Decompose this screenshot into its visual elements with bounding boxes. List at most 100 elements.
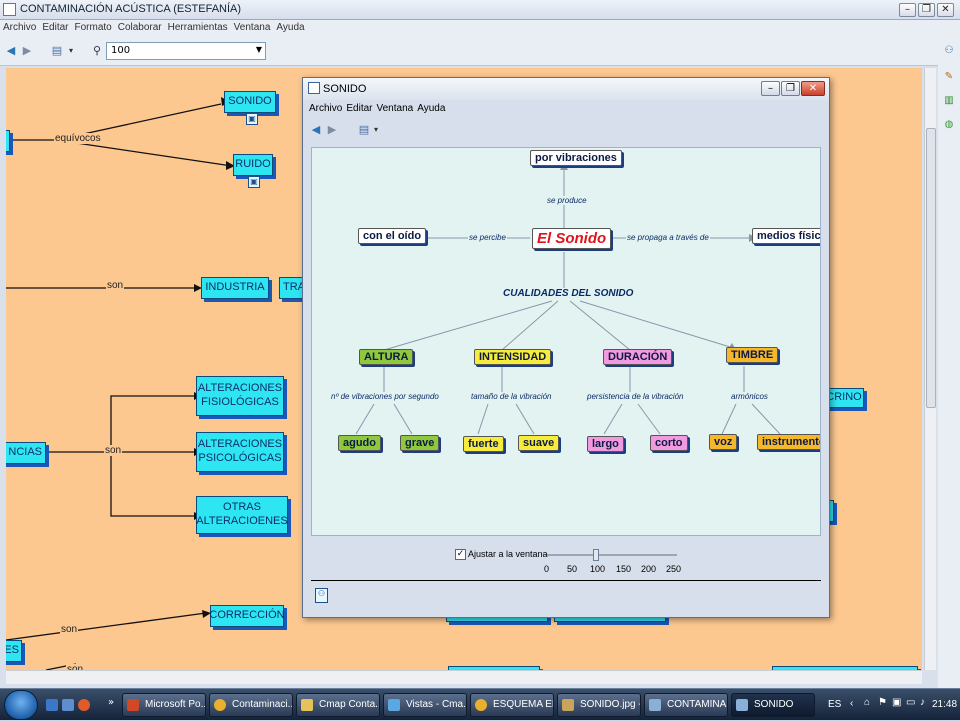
sonido-toolbar: ◀ ▶ ▤ ▾ <box>307 120 823 142</box>
image-link-icon[interactable]: ▣ <box>248 176 260 188</box>
restore-button[interactable]: ❐ <box>781 81 800 96</box>
menu-formato[interactable]: Formato <box>74 22 112 33</box>
node-grave: grave <box>400 435 440 451</box>
browser-icon[interactable] <box>78 699 90 711</box>
node-ncias[interactable]: NCIAS <box>6 442 46 464</box>
node-es[interactable]: ES <box>6 640 22 662</box>
menu-archivo[interactable]: Archivo <box>3 22 37 33</box>
close-button[interactable]: ✕ <box>937 3 954 17</box>
node-stub-left[interactable] <box>6 130 10 152</box>
tick-label: 50 <box>567 564 578 574</box>
switch-windows-icon[interactable] <box>62 699 74 711</box>
menu-editar[interactable]: Editar <box>42 22 69 33</box>
menu-bar: Archivo Editar Formato Colaborar Herramienta… <box>0 20 960 36</box>
hierarchy-icon[interactable]: ⚇ <box>315 588 328 603</box>
menu-colaborar[interactable]: Colaborar <box>117 22 162 33</box>
task-item[interactable]: CONTAMINA... <box>644 693 728 717</box>
menu-herramientas[interactable]: Herramientas <box>167 22 228 33</box>
node-sonido[interactable]: SONIDO <box>224 91 276 113</box>
menu-ventana[interactable]: Ventana <box>376 103 414 114</box>
link-vibraciones-por-segundo: nº de vibraciones por segundo <box>330 392 440 401</box>
flag-icon[interactable]: ⚑ <box>878 697 887 708</box>
start-button[interactable] <box>4 690 38 720</box>
collaborate-icon[interactable]: ⚇ <box>944 45 954 56</box>
node-largo: largo <box>587 436 624 452</box>
monitor-icon[interactable]: ▭ <box>906 697 916 708</box>
minimize-button[interactable]: – <box>761 81 780 96</box>
node-otras-alteraciones[interactable]: OTRAS ALTERACIOENES <box>196 496 288 534</box>
scroll-thumb[interactable] <box>926 128 936 408</box>
horizontal-scrollbar[interactable] <box>6 670 922 684</box>
task-item[interactable]: Contaminaci... <box>209 693 293 717</box>
clock[interactable]: 21:48 <box>932 699 958 710</box>
node-ruido[interactable]: RUIDO <box>233 154 273 176</box>
fit-to-window-checkbox[interactable]: ✓ <box>455 549 466 560</box>
task-item[interactable]: Cmap Conta... <box>296 693 380 717</box>
restore-button[interactable]: ❐ <box>918 3 935 17</box>
task-item-active[interactable]: SONIDO <box>731 693 815 717</box>
volume-icon[interactable]: ♪ <box>920 697 925 708</box>
views-icon[interactable]: ▤ <box>358 123 370 136</box>
node-alteraciones-fisiologicas[interactable]: ALTERACIONES FISIOLÓGICAS <box>196 376 284 416</box>
close-button[interactable]: ✕ <box>801 81 825 96</box>
node-medios-fisicos: medios físicos <box>752 228 820 244</box>
display-icon[interactable]: ▣ <box>892 697 902 708</box>
slider-knob[interactable] <box>593 549 599 561</box>
task-item[interactable]: ESQUEMA EL... <box>470 693 554 717</box>
node-correccion[interactable]: CORRECCIÓN <box>209 605 285 627</box>
vertical-scrollbar[interactable] <box>924 68 936 670</box>
link-tamano-de-la-vibracion: tamaño de la vibración <box>470 392 553 401</box>
more-quicklaunch-icon[interactable]: » <box>108 697 115 708</box>
node-crino[interactable]: CRINO <box>824 388 864 408</box>
right-tool-panel: ⚇ ✎ ▥ ◍ <box>938 36 960 688</box>
menu-ayuda[interactable]: Ayuda <box>276 22 305 33</box>
chevron-left-icon[interactable]: ‹ <box>850 698 854 709</box>
brush-icon[interactable]: ✎ <box>944 71 954 82</box>
globe-icon[interactable]: ◍ <box>944 119 954 130</box>
language-indicator[interactable]: ES <box>828 699 842 710</box>
taskbar: » Microsoft Po... Contaminaci... Cmap Co… <box>0 688 960 720</box>
node-voz: voz <box>709 434 738 450</box>
zoom-select[interactable]: 100▼ <box>106 42 266 60</box>
node-tra[interactable]: TRA <box>279 277 307 299</box>
cmap-views-icon <box>388 699 400 711</box>
show-desktop-icon[interactable] <box>46 699 58 711</box>
menu-archivo[interactable]: Archivo <box>309 103 343 114</box>
views-dropdown-icon[interactable]: ▾ <box>68 46 73 55</box>
tick-label: 250 <box>666 564 682 574</box>
list-icon[interactable]: ▥ <box>944 95 954 106</box>
link-son: son <box>66 664 85 670</box>
views-dropdown-icon[interactable]: ▾ <box>373 125 378 134</box>
link-se-propaga: se propaga a través de <box>626 233 710 242</box>
node-duracion: DURACIÓN <box>603 349 673 365</box>
back-arrow-icon[interactable]: ◀ <box>6 44 16 57</box>
image-link-icon[interactable]: ▣ <box>246 113 258 125</box>
node-timbre: TIMBRE <box>726 347 779 363</box>
node-partial[interactable] <box>448 666 540 670</box>
task-label: Contaminaci... <box>232 699 293 710</box>
node-intensidad: INTENSIDAD <box>474 349 552 365</box>
label-cualidades-del-sonido: CUALIDADES DEL SONIDO <box>503 288 634 299</box>
node-partial[interactable] <box>772 666 918 670</box>
node-suave: suave <box>518 435 560 451</box>
zoom-slider[interactable] <box>547 549 683 561</box>
forward-arrow-icon[interactable]: ▶ <box>22 44 32 57</box>
node-industria[interactable]: INDUSTRIA <box>201 277 269 299</box>
back-arrow-icon[interactable]: ◀ <box>311 123 321 136</box>
network-icon[interactable]: ⌂ <box>864 697 871 708</box>
menu-ayuda[interactable]: Ayuda <box>417 103 446 114</box>
zoom-value: 100 <box>111 45 131 56</box>
menu-ventana[interactable]: Ventana <box>233 22 271 33</box>
task-label: ESQUEMA EL... <box>493 699 553 710</box>
zoom-icon: ⚲ <box>92 44 102 57</box>
task-label: Vistas - Cma... <box>406 699 467 710</box>
forward-arrow-icon[interactable]: ▶ <box>327 123 337 136</box>
task-item[interactable]: SONIDO.jpg -... <box>557 693 641 717</box>
cmap-window-icon <box>649 699 661 711</box>
task-item[interactable]: Microsoft Po... <box>122 693 206 717</box>
minimize-button[interactable]: – <box>899 3 916 17</box>
views-icon[interactable]: ▤ <box>51 44 63 57</box>
task-item[interactable]: Vistas - Cma... <box>383 693 467 717</box>
node-alteraciones-psicologicas[interactable]: ALTERACIONES PSICOLÓGICAS <box>196 432 284 472</box>
menu-editar[interactable]: Editar <box>346 103 373 114</box>
